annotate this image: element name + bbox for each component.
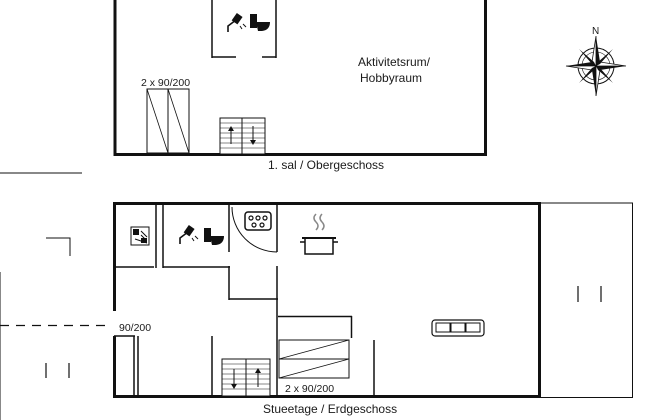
compass-north-letter: N — [592, 26, 599, 37]
upper-bathroom-walls — [211, 0, 277, 58]
ground-double-bed — [278, 339, 350, 379]
ground-stairs — [221, 358, 271, 397]
right-terrace — [540, 202, 633, 398]
upper-stairs — [219, 117, 266, 155]
upper-room-label-line1: Aktivitetsrum/ — [358, 55, 431, 69]
sauna-icon — [231, 206, 278, 253]
ground-floor: 90/200 2 x 90/200 Stueetage / Erdgeschos… — [0, 172, 633, 420]
upper-floor-walls — [113, 0, 487, 156]
sofa-icon — [431, 319, 485, 337]
upper-bed — [146, 88, 190, 154]
ground-single-bed-label: 90/200 — [119, 322, 151, 334]
compass-rose-icon: N — [565, 26, 627, 97]
kitchen-pot-icon — [300, 213, 338, 255]
upper-bed-label: 2 x 90/200 — [141, 77, 190, 89]
ground-floor-caption: Stueetage / Erdgeschoss — [263, 402, 397, 416]
ground-shower-icon — [179, 225, 199, 244]
ground-floor-walls — [113, 202, 541, 398]
shower-icon — [227, 13, 247, 32]
toilet-icon — [250, 14, 270, 31]
ground-double-bed-label: 2 x 90/200 — [285, 383, 334, 395]
upper-floor: 2 x 90/200 Aktivitetsrum/ Hobbyraum 1. s… — [113, 0, 487, 172]
ground-interior-walls — [114, 204, 375, 396]
upper-room-label-line2: Hobbyraum — [360, 71, 422, 85]
washing-machine-icon — [130, 226, 150, 246]
upper-floor-caption: 1. sal / Obergeschoss — [268, 158, 384, 172]
ground-toilet-icon — [204, 228, 224, 245]
left-terrace — [0, 172, 110, 420]
